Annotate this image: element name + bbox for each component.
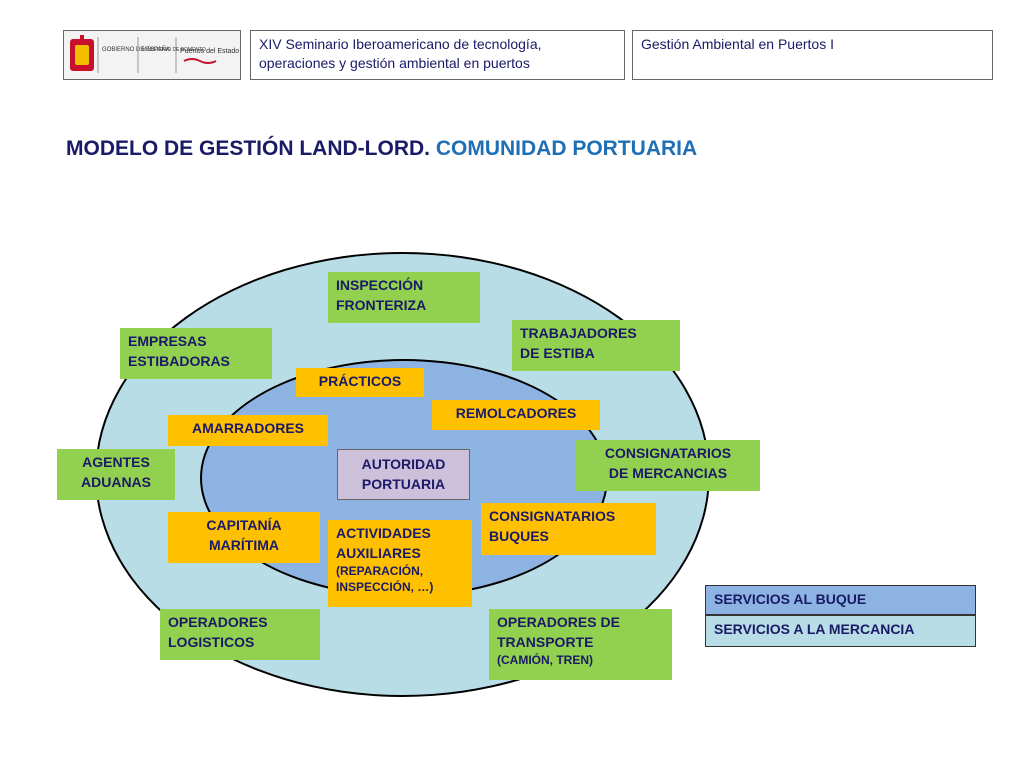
- consig-buques-line-2: BUQUES: [489, 528, 549, 544]
- consig-merc-line-2: DE MERCANCIAS: [608, 465, 728, 481]
- remolcadores-box: REMOLCADORES: [432, 400, 600, 430]
- capitania-line-2: MARÍTIMA: [209, 537, 279, 553]
- seminar-line-2: operaciones y gestión ambiental en puert…: [259, 55, 530, 71]
- actividades-line-2: AUXILIARES: [336, 545, 421, 561]
- inspeccion-line-2: FRONTERIZA: [336, 297, 427, 313]
- amarradores-label: AMARRADORES: [192, 420, 304, 436]
- consig-buques-line-1: CONSIGNATARIOS: [489, 508, 616, 524]
- logo-banner: GOBIERNO DE ESPAÑA MINISTERIO DE FOMENTO…: [63, 30, 241, 80]
- capitania-line-1: CAPITANÍA: [206, 517, 282, 533]
- practicos-box: PRÁCTICOS: [296, 368, 424, 397]
- trabajadores-estiba-box: TRABAJADORES DE ESTIBA: [512, 320, 680, 371]
- operadores-transporte-box: OPERADORES DE TRANSPORTE (CAMIÓN, TREN): [489, 609, 672, 680]
- agentes-aduanas-box: AGENTES ADUANAS: [57, 449, 175, 500]
- svg-text:MINISTERIO DE FOMENTO: MINISTERIO DE FOMENTO: [142, 47, 206, 53]
- consignatarios-buques-box: CONSIGNATARIOS BUQUES: [481, 503, 656, 555]
- operadores-tr-line-2: TRANSPORTE: [497, 634, 594, 650]
- empresas-line-1: EMPRESAS: [128, 333, 207, 349]
- inspeccion-line-1: INSPECCIÓN: [336, 277, 424, 293]
- legend-cargo-services: SERVICIOS A LA MERCANCIA: [705, 615, 976, 647]
- actividades-auxiliares-box: ACTIVIDADES AUXILIARES (REPARACIÓN, INSP…: [328, 520, 472, 607]
- agentes-line-1: AGENTES: [82, 454, 150, 470]
- consignatarios-mercancias-box: CONSIGNATARIOS DE MERCANCIAS: [576, 440, 760, 491]
- title-part-2: COMUNIDAD PORTUARIA: [430, 137, 698, 160]
- legend-cargo-services-label: SERVICIOS A LA MERCANCIA: [714, 621, 915, 637]
- legend-ship-services: SERVICIOS AL BUQUE: [705, 585, 976, 615]
- autoridad-portuaria-box: AUTORIDAD PORTUARIA: [337, 449, 470, 500]
- empresas-line-2: ESTIBADORAS: [128, 353, 230, 369]
- operadores-log-line-1: OPERADORES: [168, 614, 268, 630]
- operadores-log-line-2: LOGISTICOS: [168, 634, 255, 650]
- trabajadores-line-2: DE ESTIBA: [520, 345, 595, 361]
- amarradores-box: AMARRADORES: [168, 415, 328, 446]
- consig-merc-line-1: CONSIGNATARIOS: [604, 445, 732, 461]
- legend-ship-services-label: SERVICIOS AL BUQUE: [714, 591, 867, 607]
- operadores-logisticos-box: OPERADORES LOGISTICOS: [160, 609, 320, 660]
- empresas-estibadoras-box: EMPRESAS ESTIBADORAS: [120, 328, 272, 379]
- svg-text:GOBIERNO DE ESPAÑA: GOBIERNO DE ESPAÑA: [102, 46, 170, 53]
- inspeccion-fronteriza-box: INSPECCIÓN FRONTERIZA: [328, 272, 480, 323]
- center-line-1: AUTORIDAD: [361, 456, 446, 472]
- actividades-line-1: ACTIVIDADES: [336, 525, 431, 541]
- operadores-tr-line-3: (CAMIÓN, TREN): [497, 653, 593, 667]
- title-part-1: MODELO DE GESTIÓN LAND-LORD.: [66, 137, 430, 160]
- agentes-line-2: ADUANAS: [81, 474, 151, 490]
- practicos-label: PRÁCTICOS: [318, 373, 402, 389]
- trabajadores-line-1: TRABAJADORES: [520, 325, 637, 341]
- course-title-box: Gestión Ambiental en Puertos I: [632, 30, 993, 80]
- actividades-line-3: (REPARACIÓN,: [336, 564, 424, 578]
- capitania-box: CAPITANÍA MARÍTIMA: [168, 512, 320, 563]
- spain-crest-icon: GOBIERNO DE ESPAÑA MINISTERIO DE FOMENTO…: [64, 31, 240, 79]
- actividades-line-4: INSPECCIÓN, …): [336, 580, 434, 594]
- svg-text:Puertos del Estado: Puertos del Estado: [180, 48, 239, 55]
- center-line-2: PORTUARIA: [361, 476, 446, 492]
- seminar-line-1: XIV Seminario Iberoamericano de tecnolog…: [259, 36, 542, 52]
- remolcadores-label: REMOLCADORES: [455, 405, 577, 421]
- page-title: MODELO DE GESTIÓN LAND-LORD. COMUNIDAD P…: [66, 137, 697, 161]
- course-title: Gestión Ambiental en Puertos I: [641, 36, 834, 52]
- operadores-tr-line-1: OPERADORES DE: [497, 614, 620, 630]
- seminar-title-box: XIV Seminario Iberoamericano de tecnolog…: [250, 30, 625, 80]
